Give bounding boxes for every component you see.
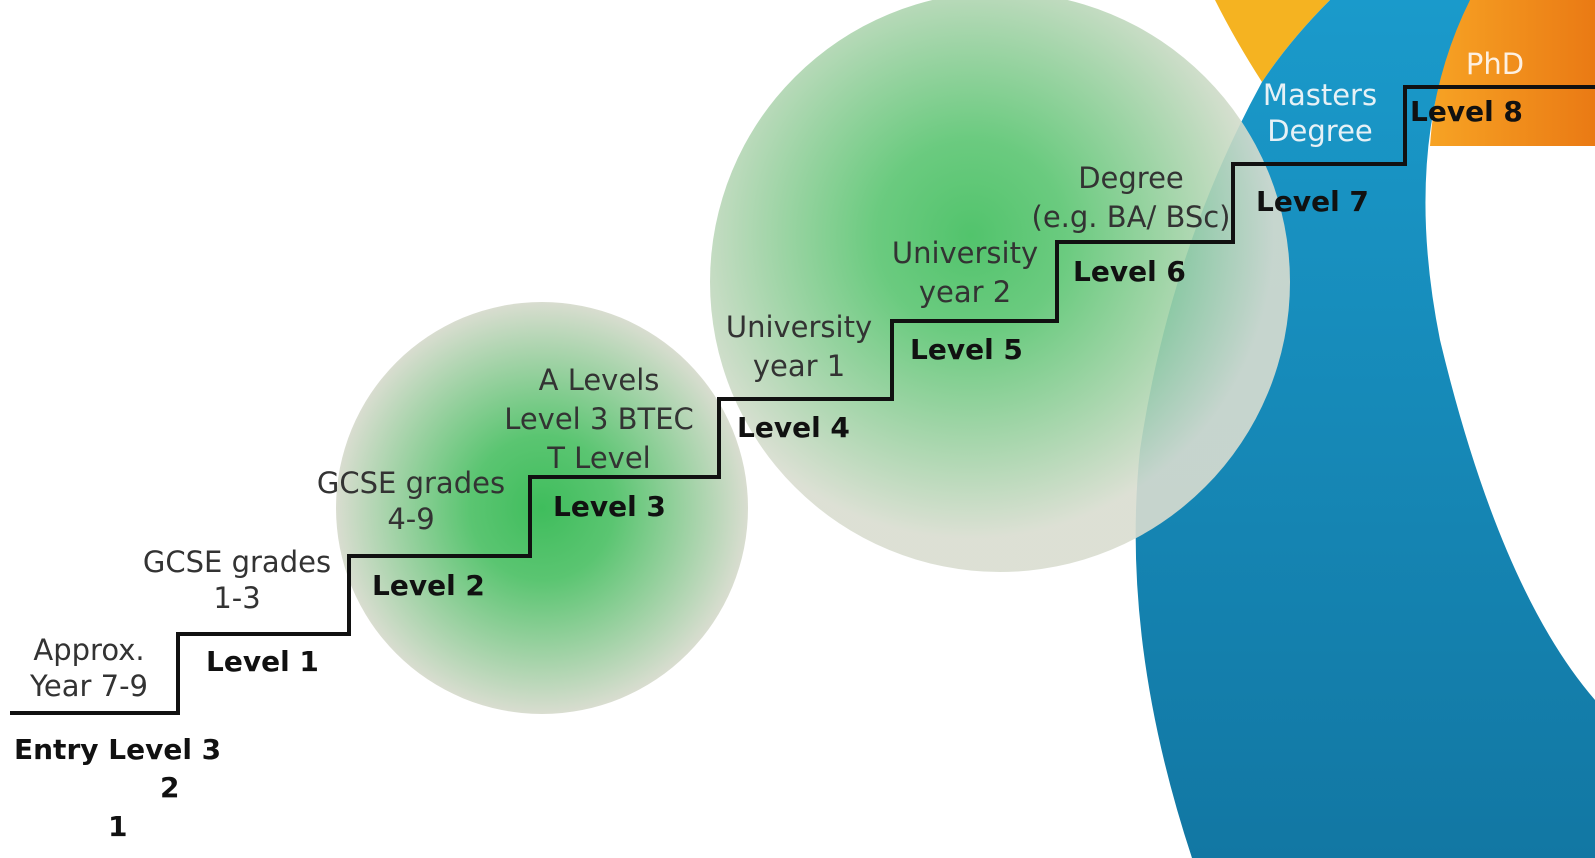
level-label-entry: Entry Level 3 xyxy=(14,733,222,766)
entry-sublevel-1: 1 xyxy=(108,810,128,843)
entry-sublevel-2: 2 xyxy=(160,771,180,804)
level-label-1: Level 1 xyxy=(206,645,319,678)
level-label-4: Level 4 xyxy=(737,411,850,444)
level-label-6: Level 6 xyxy=(1073,255,1186,288)
qualification-line: Masters xyxy=(1262,78,1378,112)
qualification-line: Degree xyxy=(1078,161,1184,195)
orange-shape xyxy=(1430,0,1595,146)
level-label-3: Level 3 xyxy=(553,490,666,523)
qualification-level-7: Masters Degree xyxy=(1256,77,1384,149)
qualification-level-3: A Levels Level 3 BTEC T Level xyxy=(494,361,704,478)
qualification-level-8: PhD xyxy=(1440,46,1550,82)
qualification-line: 1-3 xyxy=(213,581,261,615)
qualification-line: GCSE grades xyxy=(316,466,506,500)
qualification-line: T Level xyxy=(547,441,651,475)
qualification-level-5: University year 2 xyxy=(880,234,1050,312)
qualification-line: A Levels xyxy=(538,363,660,397)
qualification-line: (e.g. BA/ BSc) xyxy=(1031,200,1231,234)
qualification-line: University xyxy=(891,236,1039,270)
qualification-line: University xyxy=(725,310,873,344)
level-label-5: Level 5 xyxy=(910,333,1023,366)
level-label-8: Level 8 xyxy=(1410,95,1523,128)
qualification-line: GCSE grades xyxy=(142,545,332,579)
qualification-line: 4-9 xyxy=(387,502,435,536)
qualification-line: Level 3 BTEC xyxy=(504,402,694,436)
qualification-level-6: Degree (e.g. BA/ BSc) xyxy=(1030,159,1232,237)
level-label-2: Level 2 xyxy=(372,569,485,602)
staircase-line xyxy=(10,85,1595,715)
qualification-level-4: University year 1 xyxy=(714,308,884,386)
green-glow-circle-right xyxy=(710,0,1290,572)
qualification-line: year 1 xyxy=(752,349,846,383)
qualification-line: Approx. xyxy=(33,633,145,667)
qualification-line: PhD xyxy=(1465,47,1525,81)
green-glow-circle-left xyxy=(336,302,748,714)
qualification-line: Degree xyxy=(1267,114,1373,148)
qualification-entry: Approx. Year 7-9 xyxy=(14,632,164,704)
qualification-line: Year 7-9 xyxy=(30,669,148,703)
qualification-level-1: GCSE grades 1-3 xyxy=(132,544,342,616)
yellow-shape xyxy=(1215,0,1330,82)
qualification-line: year 2 xyxy=(918,275,1012,309)
level-label-7: Level 7 xyxy=(1256,185,1369,218)
qualification-level-2: GCSE grades 4-9 xyxy=(306,465,516,537)
